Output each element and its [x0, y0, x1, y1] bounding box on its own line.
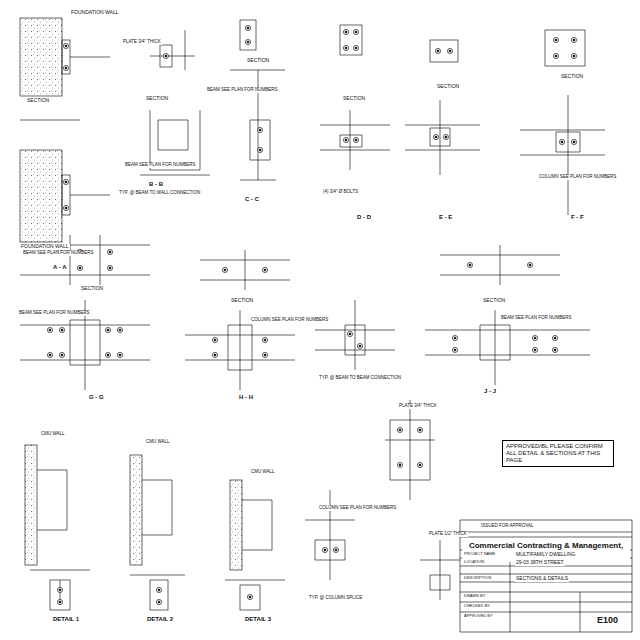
annotation: J - J	[483, 388, 497, 395]
annotation: COLUMN SEE PLAN FOR NUMBERS	[250, 318, 329, 323]
annotation: E - E	[438, 214, 453, 221]
annotation: BEAM SEE PLAN FOR NUMBERS	[22, 251, 95, 256]
annotation: BEAM SEE PLAN FOR NUMBERS	[206, 88, 279, 93]
annotation: COLUMN SEE PLAN FOR NUMBERS	[538, 175, 617, 180]
annotation: DRAWN BY	[463, 594, 486, 598]
annotation: TYP. @ COLUMN SPLICE	[308, 596, 363, 601]
annotation: 29-03 38TH STREET	[515, 560, 565, 566]
annotation: (4) 3/4" Ø BOLTS	[322, 190, 359, 195]
annotation: DETAIL 1	[52, 616, 80, 623]
annotation: G - G	[88, 394, 105, 401]
annotation: SECTION	[436, 84, 460, 90]
node-text: APPROVED/BL PLEASE CONFIRM ALL DETAIL & …	[506, 443, 610, 464]
annotation: PROJECT NAME	[463, 552, 496, 556]
annotation: TYP. @ BEAM TO BEAM CONNECTION	[318, 376, 402, 381]
annotation: PLATE 1/2" THICK	[428, 532, 468, 537]
annotation: SECTION	[482, 298, 506, 304]
annotation: SECTION	[145, 96, 169, 102]
annotation: A - A	[52, 264, 68, 271]
annotation: PLATE 3/4" THICK	[398, 404, 438, 409]
annotation: BEAM SEE PLAN FOR NUMBERS	[124, 163, 197, 168]
annotation: SECTION	[230, 298, 254, 304]
annotation: D - D	[356, 214, 372, 221]
annotation: SECTION	[80, 286, 104, 292]
annotation: BEAM SEE PLAN FOR NUMBERS	[18, 311, 91, 316]
annotation: SECTION	[342, 96, 366, 102]
annotation: SECTION	[560, 74, 584, 80]
annotation: F - F	[570, 214, 585, 221]
annotation: LOCATION	[463, 560, 485, 564]
annotation: H - H	[238, 394, 254, 401]
annotation: CMU WALL	[40, 432, 66, 437]
annotation: APPROVED BY	[463, 614, 494, 618]
annotation: SECTIONS & DETAILS	[515, 576, 569, 582]
annotation: B - B	[148, 181, 164, 188]
annotation: CMU WALL	[250, 470, 276, 475]
annotation: TYP. @ BEAM TO WALL CONNECTION	[118, 191, 201, 196]
annotation: FOUNDATION WALL	[20, 244, 70, 250]
annotation: PLATE 3/4" THICK	[122, 40, 162, 45]
approval-note: APPROVED/BL PLEASE CONFIRM ALL DETAIL & …	[502, 440, 614, 467]
annotation: C - C	[244, 196, 260, 203]
annotation: DESCRIPTION	[463, 576, 492, 580]
annotation: FOUNDATION WALL	[70, 10, 120, 16]
annotation: COLUMN SEE PLAN FOR NUMBERS	[318, 506, 397, 511]
annotation: ISSUED FOR APPROVAL	[480, 524, 534, 529]
annotation: SECTION	[246, 58, 270, 64]
annotation: CHECKED BY	[463, 604, 491, 608]
annotation: SECTION	[26, 98, 50, 104]
annotation: DETAIL 2	[146, 616, 174, 623]
annotation: DETAIL 3	[244, 616, 272, 623]
annotation: E100	[596, 616, 619, 626]
company-name: Commercial Contracting & Management, Inc	[462, 539, 630, 562]
annotation: MULTIFAMILY DWELLING	[515, 552, 576, 558]
annotation: CMU WALL	[145, 440, 171, 445]
annotation: BEAM SEE PLAN FOR NUMBERS	[500, 316, 573, 321]
